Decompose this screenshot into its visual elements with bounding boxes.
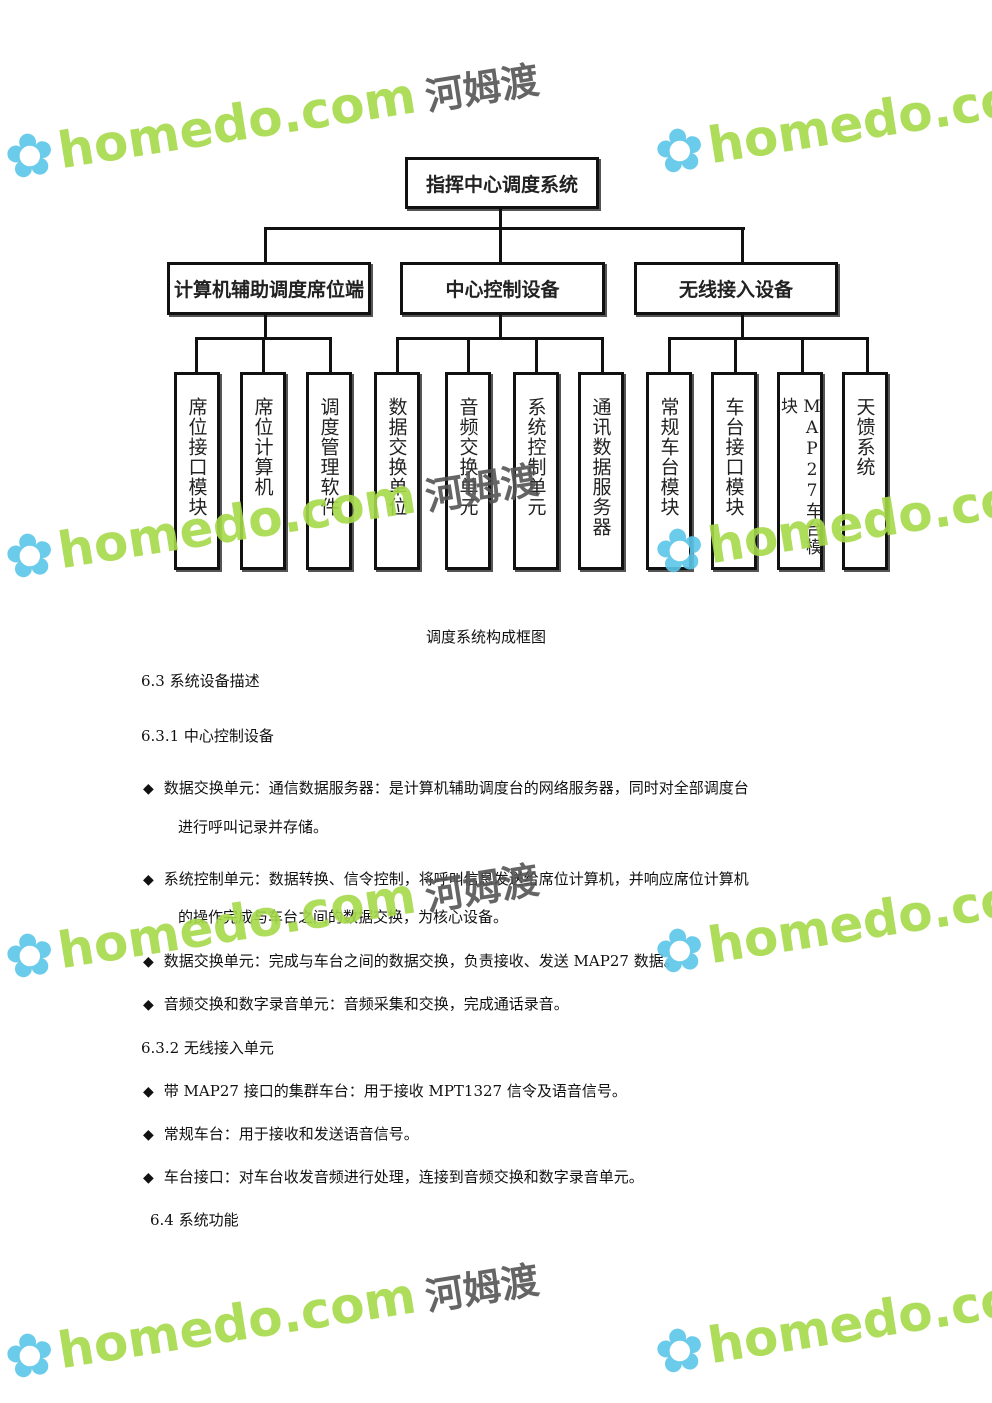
connector bbox=[264, 314, 267, 338]
leaf-box: 席位计算机 bbox=[240, 372, 286, 570]
connector bbox=[668, 337, 671, 373]
bullet-continuation: 的操作完成与车台之间的数据交换，为核心设备。 bbox=[178, 908, 509, 926]
bullet-continuation: 进行呼叫记录并存储。 bbox=[178, 818, 329, 836]
bullet-item: ◆ 数据交换单元：完成与车台之间的数据交换，负责接收、发送 MAP27 数据。 bbox=[143, 950, 679, 971]
flower-logo-icon: ✿ bbox=[649, 112, 711, 190]
connector bbox=[262, 337, 265, 373]
watermark-brand: homedo.com bbox=[704, 61, 992, 176]
bullet-icon: ◆ bbox=[143, 1127, 154, 1143]
leaf-box: 常规车台模块 bbox=[646, 372, 692, 570]
bullet-item: ◆ 常规车台：用于接收和发送语音信号。 bbox=[143, 1123, 419, 1144]
figure-caption: 调度系统构成框图 bbox=[426, 628, 547, 646]
connector bbox=[741, 227, 744, 264]
watermark-brand: homedo.com bbox=[54, 466, 420, 581]
bullet-text: 车台接口：对车台收发音频进行处理，连接到音频交换和数字录音单元。 bbox=[163, 1168, 644, 1186]
bullet-text: 常规车台：用于接收和发送语音信号。 bbox=[163, 1125, 419, 1143]
flower-logo-icon: ✿ bbox=[0, 117, 61, 195]
group-box-3: 无线接入设备 bbox=[634, 262, 838, 315]
bullet-item: ◆ 数据交换单元：通信数据服务器：是计算机辅助调度台的网络服务器，同时对全部调度台 bbox=[143, 777, 749, 798]
connector bbox=[499, 314, 502, 338]
group-label: 无线接入设备 bbox=[678, 279, 793, 301]
leaf-box: 系统控制单元 bbox=[513, 372, 559, 570]
connector bbox=[866, 337, 869, 373]
bullet-icon: ◆ bbox=[143, 872, 154, 888]
leaf-box: MAP27车台模块 bbox=[777, 372, 823, 570]
leaf-label: 常规车台模块 bbox=[657, 397, 680, 517]
leaf-box: 数据交换单位 bbox=[374, 372, 420, 570]
root-label: 指挥中心调度系统 bbox=[425, 173, 578, 196]
leaf-label: 天馈系统 bbox=[853, 397, 876, 477]
connector bbox=[264, 227, 267, 264]
flower-logo-icon: ✿ bbox=[0, 517, 61, 595]
bullet-text: 带 MAP27 接口的集群车台：用于接收 MPT1327 信令及语音信号。 bbox=[163, 1082, 627, 1100]
watermark: ✿homedo.com bbox=[649, 60, 992, 190]
leaf-box: 音频交换单元 bbox=[445, 372, 491, 570]
leaf-label: 席位计算机 bbox=[251, 397, 274, 497]
heading-6-3: 6.3 系统设备描述 bbox=[141, 672, 260, 690]
group-box-1: 计算机辅助调度席位端 bbox=[167, 262, 371, 315]
bullet-item: ◆ 带 MAP27 接口的集群车台：用于接收 MPT1327 信令及语音信号。 bbox=[143, 1080, 627, 1101]
leaf-label: 车台接口模块 bbox=[722, 397, 745, 517]
bullet-icon: ◆ bbox=[143, 1170, 154, 1186]
root-box: 指挥中心调度系统 bbox=[405, 157, 599, 209]
leaf-box: 车台接口模块 bbox=[711, 372, 757, 570]
group-label: 中心控制设备 bbox=[445, 279, 560, 301]
bullet-icon: ◆ bbox=[143, 954, 154, 970]
bullet-icon: ◆ bbox=[143, 997, 154, 1013]
flower-logo-icon: ✿ bbox=[649, 1312, 711, 1390]
watermark: ✿homedo.com bbox=[649, 1260, 992, 1390]
bullet-text: 系统控制单元：数据转换、信令控制，将呼叫信息发送给席位计算机，并响应席位计算机 bbox=[163, 870, 749, 888]
bullet-text: 数据交换单元：通信数据服务器：是计算机辅助调度台的网络服务器，同时对全部调度台 bbox=[163, 779, 749, 797]
connector bbox=[801, 337, 804, 373]
flower-logo-icon: ✿ bbox=[0, 1317, 61, 1395]
bullet-text: 数据交换单元：完成与车台之间的数据交换，负责接收、发送 MAP27 数据。 bbox=[163, 952, 679, 970]
group-box-2: 中心控制设备 bbox=[400, 262, 605, 315]
watermark-cn: 河姆渡 bbox=[422, 57, 542, 119]
watermark-brand: homedo.com bbox=[54, 1266, 420, 1381]
bullet-icon: ◆ bbox=[143, 781, 154, 797]
connector bbox=[499, 208, 502, 264]
connector bbox=[264, 227, 745, 230]
bullet-text: 音频交换和数字录音单元：音频采集和交换，完成通话录音。 bbox=[163, 995, 569, 1013]
leaf-box: 天馈系统 bbox=[842, 372, 888, 570]
connector bbox=[601, 337, 604, 373]
watermark-brand: homedo.com bbox=[704, 1261, 992, 1376]
connector bbox=[467, 337, 470, 373]
bullet-item: ◆ 车台接口：对车台收发音频进行处理，连接到音频交换和数字录音单元。 bbox=[143, 1166, 644, 1187]
watermark-cn: 河姆渡 bbox=[422, 1257, 542, 1319]
bullet-icon: ◆ bbox=[143, 1084, 154, 1100]
leaf-box: 通讯数据服务器 bbox=[578, 372, 624, 570]
heading-6-4: 6.4 系统功能 bbox=[150, 1211, 239, 1229]
leaf-label: 数据交换单位 bbox=[385, 397, 408, 517]
leaf-label: 席位接口模块 bbox=[185, 397, 208, 517]
bullet-item: ◆ 系统控制单元：数据转换、信令控制，将呼叫信息发送给席位计算机，并响应席位计算机 bbox=[143, 868, 749, 889]
connector bbox=[741, 314, 744, 338]
leaf-label: MAP27车台模块 bbox=[777, 397, 822, 556]
leaf-label: 音频交换单元 bbox=[456, 397, 479, 517]
leaf-label: 调度管理软件 bbox=[317, 397, 340, 517]
connector bbox=[329, 337, 332, 373]
connector bbox=[195, 337, 198, 373]
connector bbox=[396, 337, 604, 340]
flower-logo-icon: ✿ bbox=[0, 917, 61, 995]
connector bbox=[734, 337, 737, 373]
connector bbox=[396, 337, 399, 373]
connector bbox=[668, 337, 869, 340]
group-label: 计算机辅助调度席位端 bbox=[173, 279, 364, 301]
leaf-label: 通讯数据服务器 bbox=[589, 397, 612, 537]
leaf-box: 调度管理软件 bbox=[306, 372, 352, 570]
leaf-box: 席位接口模块 bbox=[174, 372, 220, 570]
watermark-brand: homedo.com bbox=[54, 66, 420, 181]
bullet-item: ◆ 音频交换和数字录音单元：音频采集和交换，完成通话录音。 bbox=[143, 993, 569, 1014]
leaf-label: 系统控制单元 bbox=[524, 397, 547, 517]
connector bbox=[535, 337, 538, 373]
heading-6-3-2: 6.3.2 无线接入单元 bbox=[141, 1039, 274, 1057]
heading-6-3-1: 6.3.1 中心控制设备 bbox=[141, 727, 274, 745]
